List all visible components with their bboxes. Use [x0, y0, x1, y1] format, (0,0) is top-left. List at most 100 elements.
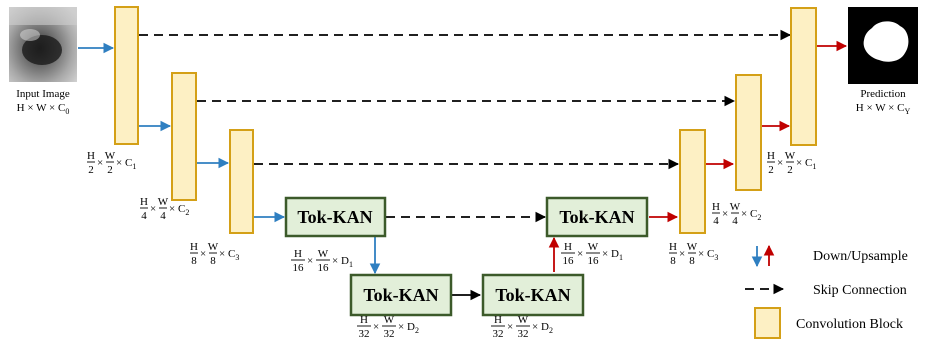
- times-sign: ×: [116, 157, 122, 169]
- legend-conv-label: Convolution Block: [796, 317, 903, 332]
- fraction-denominator: 4: [732, 215, 738, 227]
- dimension-label: H4×W4×C2: [712, 201, 761, 227]
- fraction-numerator: W: [384, 314, 395, 326]
- times-sign: ×: [507, 321, 513, 333]
- legend-updown-label: Down/Upsample: [813, 249, 908, 264]
- fraction-denominator: 16: [588, 255, 600, 267]
- channel-symbol: C2: [750, 208, 761, 222]
- times-sign: ×: [796, 157, 802, 169]
- fraction-denominator: 4: [160, 210, 166, 222]
- tok-kan-encoder-1: Tok-KAN: [284, 196, 387, 238]
- encoder-conv-block-3: [229, 129, 254, 234]
- fraction-numerator: H: [87, 150, 95, 162]
- fraction-numerator: W: [518, 314, 529, 326]
- decoder-conv-block-1: [790, 7, 817, 146]
- times-sign: ×: [219, 248, 225, 260]
- fraction-denominator: 2: [88, 164, 94, 176]
- input-caption: Input Image: [16, 88, 70, 100]
- tok-kan-label: Tok-KAN: [559, 207, 634, 227]
- channel-symbol: C2: [178, 203, 189, 217]
- fraction-denominator: 2: [787, 164, 793, 176]
- tok-kan-decoder-2: Tok-KAN: [481, 273, 585, 317]
- dimension-label: H8×W8×C3: [190, 241, 239, 267]
- channel-symbol: C1: [805, 157, 816, 171]
- fraction-numerator: W: [785, 150, 796, 162]
- times-sign: ×: [200, 248, 206, 260]
- fraction-numerator: H: [494, 314, 502, 326]
- fraction-numerator: H: [669, 241, 677, 253]
- times-sign: ×: [169, 203, 175, 215]
- times-sign: ×: [679, 248, 685, 260]
- channel-symbol: C3: [228, 248, 239, 262]
- dimension-label: H32×W32×D2: [491, 314, 553, 340]
- prediction-caption: Prediction: [860, 88, 906, 100]
- tok-kan-label: Tok-KAN: [363, 285, 438, 305]
- fraction-denominator: 4: [141, 210, 147, 222]
- times-sign: ×: [722, 208, 728, 220]
- times-sign: ×: [777, 157, 783, 169]
- times-sign: ×: [332, 255, 338, 267]
- times-sign: ×: [307, 255, 313, 267]
- tok-kan-label: Tok-KAN: [495, 285, 570, 305]
- fraction-numerator: H: [140, 196, 148, 208]
- fraction-denominator: 8: [210, 255, 216, 267]
- fraction-numerator: W: [588, 241, 599, 253]
- input-image: [9, 7, 77, 82]
- times-sign: ×: [398, 321, 404, 333]
- fraction-denominator: 2: [107, 164, 113, 176]
- legend: Down/Upsample Skip Connection Convolutio…: [745, 244, 908, 339]
- tok-kan-label: Tok-KAN: [297, 207, 372, 227]
- dimension-label: H32×W32×D2: [357, 314, 419, 340]
- times-sign: ×: [150, 203, 156, 215]
- fraction-numerator: W: [318, 248, 329, 260]
- fraction-numerator: H: [190, 241, 198, 253]
- channel-symbol: D1: [341, 255, 353, 269]
- fraction-denominator: 8: [670, 255, 676, 267]
- fraction-numerator: H: [767, 150, 775, 162]
- dimension-label: H8×W8×C3: [669, 241, 718, 267]
- fraction-denominator: 4: [713, 215, 719, 227]
- fraction-denominator: 32: [384, 328, 395, 340]
- legend-skip-label: Skip Connection: [813, 283, 907, 298]
- times-sign: ×: [602, 248, 608, 260]
- times-sign: ×: [577, 248, 583, 260]
- times-sign: ×: [97, 157, 103, 169]
- fraction-denominator: 32: [493, 328, 504, 340]
- encoder-conv-block-1: [114, 6, 139, 145]
- fraction-numerator: H: [712, 201, 720, 213]
- fraction-numerator: W: [730, 201, 741, 213]
- channel-symbol: D1: [611, 248, 623, 262]
- legend-conv-block: [754, 307, 781, 339]
- fraction-numerator: H: [564, 241, 572, 253]
- dimension-label: H16×W16×D1: [291, 248, 353, 274]
- fraction-numerator: W: [687, 241, 698, 253]
- decoder-conv-block-2: [735, 74, 762, 191]
- fraction-numerator: W: [208, 241, 219, 253]
- channel-symbol: C3: [707, 248, 718, 262]
- input-dims: H × W × C0: [17, 102, 70, 116]
- times-sign: ×: [741, 208, 747, 220]
- channel-symbol: D2: [407, 321, 419, 335]
- dimension-label: H2×W2×C1: [87, 150, 136, 176]
- dimension-label: H2×W2×C1: [767, 150, 816, 176]
- channel-symbol: C1: [125, 157, 136, 171]
- fraction-numerator: W: [105, 150, 116, 162]
- channel-symbol: D2: [541, 321, 553, 335]
- fraction-denominator: 16: [318, 262, 330, 274]
- fraction-denominator: 32: [359, 328, 370, 340]
- fraction-denominator: 16: [293, 262, 305, 274]
- fraction-numerator: H: [360, 314, 368, 326]
- fraction-denominator: 8: [689, 255, 695, 267]
- tok-kan-decoder-1: Tok-KAN: [545, 196, 649, 238]
- times-sign: ×: [698, 248, 704, 260]
- prediction-image: [848, 7, 918, 84]
- fraction-denominator: 32: [518, 328, 529, 340]
- times-sign: ×: [532, 321, 538, 333]
- times-sign: ×: [373, 321, 379, 333]
- fraction-numerator: W: [158, 196, 169, 208]
- dimension-label: H4×W4×C2: [140, 196, 189, 222]
- decoder-conv-block-3: [679, 129, 706, 234]
- fraction-denominator: 16: [563, 255, 575, 267]
